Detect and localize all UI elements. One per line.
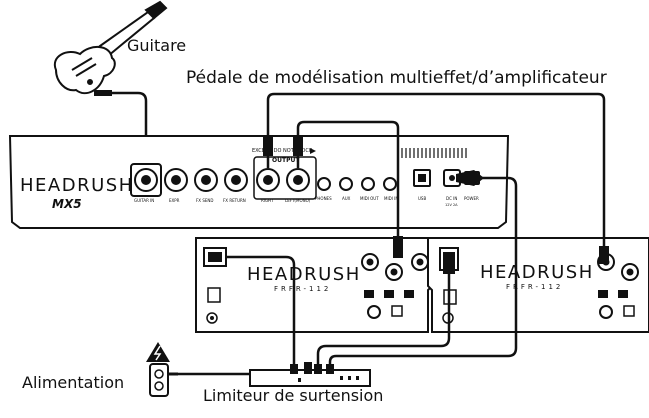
cable-dc-power	[328, 176, 518, 372]
mx5-brand: HEADRUSH	[20, 175, 134, 196]
wall-outlet-icon	[149, 363, 178, 397]
usb-port: USB	[413, 169, 431, 201]
left-speaker-switch-b	[384, 290, 394, 298]
right-speaker-switch-b	[618, 290, 628, 298]
left-speaker-ground-lift	[391, 305, 403, 317]
fx-send-jack: FX SEND	[194, 168, 218, 203]
output-group-box	[253, 156, 317, 200]
right-speaker-unit: HEADRUSH FRFR-112	[427, 237, 649, 333]
right-output-jack: RIGHT	[256, 168, 280, 203]
jack-label-right: RIGHT	[261, 198, 274, 203]
midi-in-jack: MIDI IN	[383, 177, 398, 201]
right-speaker-ground-lift	[623, 305, 635, 317]
aux-jack: AUX	[339, 177, 353, 201]
right-speaker-switch-a	[598, 290, 608, 298]
mx5-unit: HEADRUSH MX5 GUITAR IN EXPR FX SEND FX R…	[8, 135, 510, 229]
cable-left-output	[296, 120, 400, 254]
jack-label-fx-return: FX RETURN	[223, 198, 246, 203]
right-speaker-model: FRFR-112	[506, 283, 563, 291]
jack-label-expr: EXPR	[169, 198, 180, 203]
cable-right-output	[266, 92, 606, 246]
right-speaker-volume-knob	[599, 305, 613, 319]
right-speaker-brand: HEADRUSH	[480, 262, 594, 283]
cable-left-speaker-power	[226, 255, 296, 372]
midi-out-jack: MIDI OUT	[360, 177, 379, 201]
guitar-label: Guitare	[127, 36, 186, 55]
cables	[168, 92, 609, 376]
phones-jack: PHONES	[315, 177, 332, 201]
power-label: Alimentation	[22, 373, 124, 392]
jack-label-guitar-in: GUITAR IN	[134, 198, 154, 203]
surge-protector	[249, 362, 371, 387]
output-group-label: OUTPUT	[272, 157, 300, 164]
jack-label-left: LEFT(MONO)	[285, 198, 311, 203]
left-speaker-volume-knob	[367, 305, 381, 319]
surge-label: Limiteur de surtension	[203, 386, 383, 405]
mx5-vent	[401, 148, 467, 158]
jack-label-fx-send: FX SEND	[196, 198, 213, 203]
left-speaker-brand: HEADRUSH	[247, 264, 361, 285]
jack-label-dc-in: DC IN	[446, 196, 457, 201]
jack-label-aux: AUX	[342, 196, 351, 201]
guitar-icon	[53, 0, 168, 95]
jack-label-usb: USB	[418, 196, 426, 201]
expr-jack: EXPR	[164, 168, 188, 203]
left-speaker-model: FRFR-112	[274, 285, 331, 293]
jack-label-power: POWER	[464, 196, 479, 201]
jack-label-midi-in: MIDI IN	[384, 196, 398, 201]
fx-return-jack: FX RETURN	[223, 168, 248, 203]
left-speaker-power-switch	[207, 287, 221, 303]
jack-label-midi-out: MIDI OUT	[360, 196, 379, 201]
mx5-model: MX5	[52, 197, 82, 211]
left-speaker-switch-a	[364, 290, 374, 298]
pedal-label: Pédale de modélisation multieffet/d’ampl…	[186, 68, 607, 88]
warning-text: EXCEPT: DO NOT BLOCK	[252, 148, 313, 154]
high-voltage-warning-icon	[146, 342, 170, 362]
guitar-in-jack: GUITAR IN	[130, 163, 162, 203]
left-output-jack: LEFT(MONO)	[285, 168, 311, 203]
dc-spec: 12V 2A	[445, 203, 458, 207]
cable-right-speaker-power	[316, 270, 451, 372]
jack-label-phones: PHONES	[315, 196, 332, 201]
left-speaker-switch-c	[404, 290, 414, 298]
